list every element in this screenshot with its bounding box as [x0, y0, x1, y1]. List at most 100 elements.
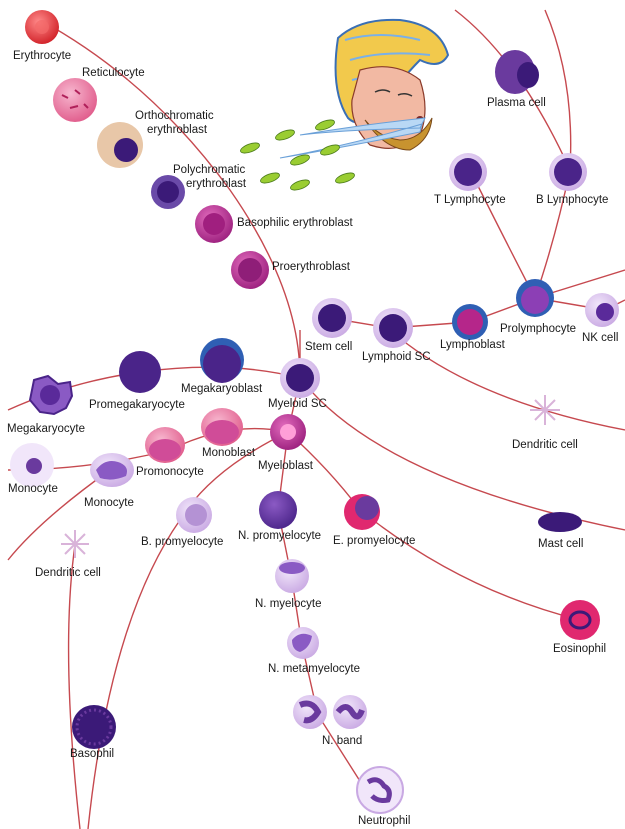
lymphoblast-nucleus — [457, 309, 483, 335]
particle-2 — [275, 129, 295, 141]
monocyte-left-nucleus — [26, 458, 42, 474]
dendritic-left-line — [67, 544, 81, 829]
t-lymph-line — [469, 169, 536, 299]
label-stem-cell: Stem cell — [305, 341, 353, 353]
erythrocyte-cell-center — [35, 20, 49, 34]
label-basophil: Basophil — [70, 748, 115, 760]
label-n-band: N. band — [322, 735, 363, 747]
particle-1 — [240, 142, 260, 154]
label-n-myelocyte: N. myelocyte — [255, 598, 322, 610]
label-lymphoblast: Lymphoblast — [440, 339, 505, 351]
erythroid-line — [39, 19, 301, 379]
label-monocyte: Monocyte — [84, 497, 134, 509]
basophil-line — [87, 431, 289, 829]
particle-5 — [290, 154, 310, 166]
label-megakaryocyte: Megakaryocyte — [7, 423, 85, 435]
myeloblast-nucleus — [280, 424, 296, 440]
n-promyelocyte-cell — [259, 491, 297, 529]
proerythroblast-nucleus — [238, 258, 262, 282]
eosinophil-line — [287, 431, 581, 621]
prolymphocyte-nucleus — [521, 286, 549, 314]
basophil-granules — [75, 708, 113, 746]
label-promegakaryocyte: Promegakaryocyte — [89, 399, 185, 411]
particle-7 — [290, 179, 310, 191]
wind-face-illustration — [279, 18, 450, 159]
monocyte-nucleus — [96, 461, 127, 480]
label-orthochromatic-1: Orthochromatic — [135, 110, 214, 122]
label-dendritic-cell-right: Dendritic cell — [512, 439, 578, 451]
label-erythrocyte: Erythrocyte — [13, 50, 72, 62]
wind-blast — [279, 117, 426, 159]
label-basophilic-erythroblast: Basophilic erythroblast — [237, 217, 353, 229]
promonocyte-nucleus — [149, 439, 181, 461]
b-lymphocyte-nucleus — [554, 158, 582, 186]
orthochromatic-nucleus — [114, 138, 138, 162]
plasma-line-2 — [544, 9, 572, 171]
label-e-promyelocyte: E. promyelocyte — [333, 535, 416, 547]
label-proerythroblast: Proerythroblast — [272, 261, 350, 273]
n-metamyelocyte-nucleus — [292, 633, 312, 652]
t-lymphocyte-nucleus — [454, 158, 482, 186]
plasma-cell-nucleus — [517, 62, 539, 88]
e-promyelocyte-nucleus — [355, 496, 379, 520]
monoblast-nucleus — [205, 420, 239, 444]
label-neutrophil: Neutrophil — [358, 815, 411, 827]
cells — [10, 10, 619, 814]
label-b-promyelocyte: B. promyelocyte — [141, 536, 224, 548]
basophilic-erythroblast-nucleus — [203, 213, 225, 235]
label-polychromatic-2: erythroblast — [186, 178, 247, 190]
eye-left — [374, 89, 391, 93]
nk-cell-nucleus — [596, 303, 614, 321]
label-t-lymphocyte: T Lymphocyte — [434, 194, 506, 206]
n-band-nucleus-1 — [298, 700, 322, 724]
megakaryocyte-nucleus — [40, 385, 60, 405]
particle-3 — [315, 119, 335, 131]
particle-4 — [260, 172, 280, 184]
label-megakaryoblast: Megakaryoblast — [181, 383, 263, 395]
label-n-promyelocyte: N. promyelocyte — [238, 530, 322, 542]
eye-right — [397, 92, 413, 97]
label-lymphoid-sc: Lymphoid SC — [362, 351, 431, 363]
dendritic-right-cell — [530, 395, 560, 425]
label-myeloblast: Myeloblast — [258, 460, 313, 472]
reticulocyte-granules — [61, 89, 89, 109]
reticulocyte-cell — [53, 78, 97, 122]
label-plasma-cell: Plasma cell — [487, 97, 546, 109]
label-monocyte-left: Monocyte — [8, 483, 58, 495]
stem-to-lymphoid-line — [329, 297, 536, 329]
label-b-lymphocyte: B Lymphocyte — [536, 194, 609, 206]
basophil-cell — [72, 705, 116, 749]
dendritic-left-cell — [61, 530, 89, 558]
promegakaryocyte-cell — [119, 351, 161, 393]
label-myeloid-sc: Myeloid SC — [268, 398, 327, 410]
label-mast-cell: Mast cell — [538, 538, 584, 550]
label-reticulocyte: Reticulocyte — [82, 67, 145, 79]
eosinophil-nucleus — [568, 610, 592, 630]
eosinophil-cell — [560, 600, 600, 640]
label-eosinophil: Eosinophil — [553, 643, 607, 655]
mast-cell — [538, 512, 582, 532]
lymphoid-to-dendritic-line — [389, 329, 625, 431]
label-promonocyte: Promonocyte — [136, 466, 204, 478]
monocyte-left-line — [7, 469, 111, 561]
myeloid-sc-nucleus — [286, 364, 314, 392]
b-promyelocyte-nucleus — [185, 504, 207, 526]
particle-8 — [335, 172, 355, 184]
label-orthochromatic-2: erythroblast — [147, 124, 208, 136]
n-band-cell-1 — [293, 695, 327, 729]
n-myelocyte-nucleus — [279, 562, 305, 574]
n-band-nucleus-2 — [335, 704, 365, 720]
particle-6 — [320, 144, 340, 156]
label-n-metamyelocyte: N. metamyelocyte — [268, 663, 361, 675]
neutrophil-cell — [356, 766, 404, 814]
neutrophil-nucleus — [366, 777, 392, 803]
polychromatic-nucleus — [157, 181, 179, 203]
label-prolymphocyte: Prolymphocyte — [500, 323, 577, 335]
label-dendritic-cell-left: Dendritic cell — [35, 567, 101, 579]
label-polychromatic-1: Polychromatic — [173, 164, 246, 176]
stem-cell-nucleus — [318, 304, 346, 332]
floating-particles — [240, 119, 355, 191]
label-monoblast: Monoblast — [202, 447, 256, 459]
